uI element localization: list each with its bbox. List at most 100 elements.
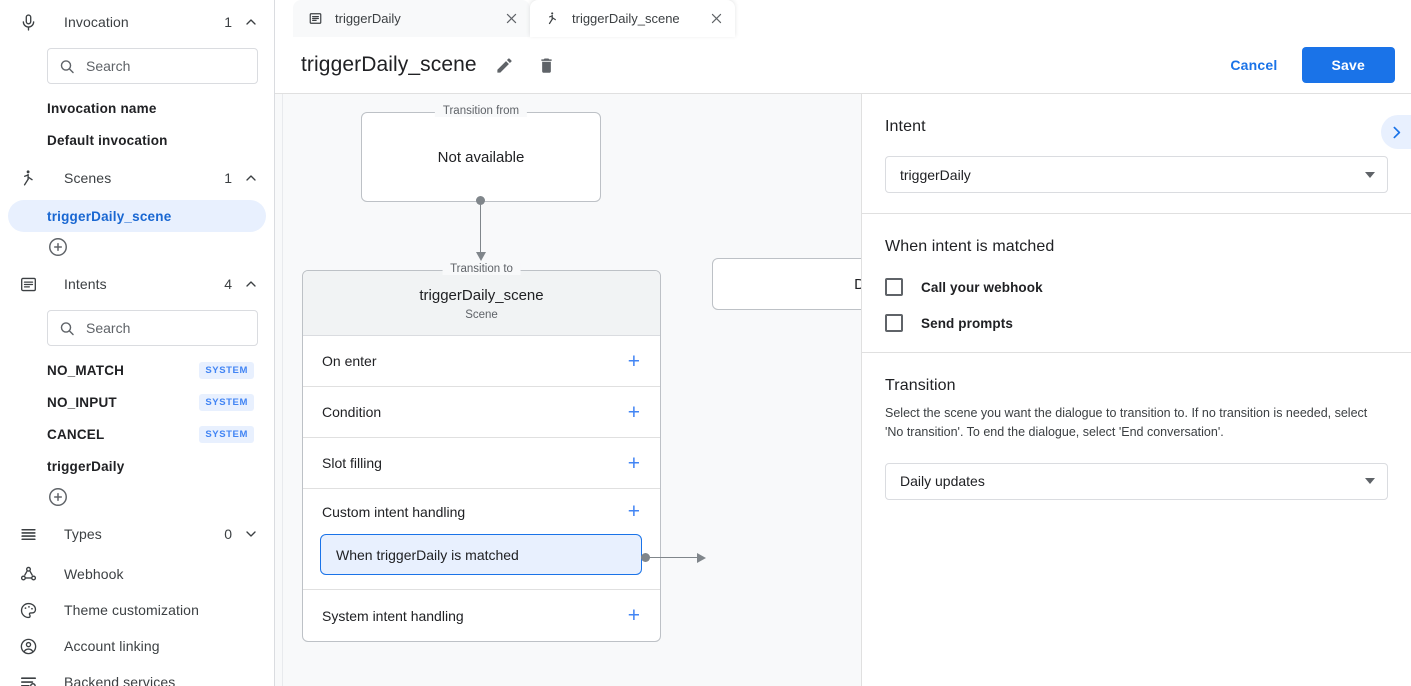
transition-from-node[interactable]: Transition from Not available	[361, 105, 601, 202]
scene-row-condition[interactable]: Condition +	[303, 387, 660, 438]
sidebar-item-label: NO_INPUT	[47, 394, 117, 410]
sidebar-item-cancel[interactable]: CANCEL SYSTEM	[8, 418, 266, 450]
pencil-icon[interactable]	[491, 51, 519, 79]
scene-card-title: triggerDaily_scene	[419, 287, 544, 304]
transition-target-node[interactable]: Tr Dail	[712, 258, 861, 310]
add-system-intent-handler-button[interactable]: +	[627, 604, 640, 627]
scene-row-on-enter[interactable]: On enter +	[303, 336, 660, 387]
scene-row-slot-filling[interactable]: Slot filling +	[303, 438, 660, 489]
backend-services-icon	[16, 670, 40, 686]
chevron-down-icon[interactable]	[242, 525, 260, 543]
transition-select-value: Daily updates	[900, 473, 985, 490]
sidebar-item-account-linking[interactable]: Account linking	[0, 628, 274, 664]
tab-triggerdaily[interactable]: triggerDaily	[293, 0, 530, 37]
sidebar-item-label: Invocation name	[47, 100, 157, 116]
chevron-up-icon[interactable]	[242, 275, 260, 293]
sidebar-item-label: Webhook	[64, 566, 124, 582]
transition-from-legend: Transition from	[434, 105, 528, 117]
sidebar-group-types-count: 0	[224, 526, 232, 542]
tab-triggerdaily-scene[interactable]: triggerDaily_scene	[530, 0, 735, 37]
panel-transition-description: Select the scene you want the dialogue t…	[885, 406, 1368, 440]
invocation-search-box[interactable]	[47, 48, 258, 84]
chevron-down-icon	[1365, 171, 1375, 178]
sidebar-item-invocation-name[interactable]: Invocation name	[8, 92, 266, 124]
sidebar-item-triggerdaily-scene[interactable]: triggerDaily_scene	[8, 200, 266, 232]
sidebar-group-intents[interactable]: Intents 4	[0, 262, 274, 306]
properties-panel: Intent triggerDaily When intent is match…	[862, 94, 1411, 686]
checkbox-call-your-webhook[interactable]: Call your webhook	[885, 278, 1388, 296]
account-circle-icon	[16, 634, 40, 658]
scene-graph-canvas[interactable]: Transition from Not available Transition…	[275, 94, 862, 686]
intent-handler-chip[interactable]: When triggerDaily is matched	[320, 534, 642, 575]
intent-icon	[307, 11, 323, 27]
add-slot-filling-button[interactable]: +	[627, 451, 640, 475]
checkbox-box[interactable]	[885, 278, 903, 296]
search-icon	[60, 321, 74, 335]
add-on-enter-button[interactable]: +	[627, 349, 640, 373]
panel-section-intent: Intent triggerDaily	[862, 94, 1411, 214]
checkbox-box[interactable]	[885, 314, 903, 332]
sidebar-item-triggerdaily[interactable]: triggerDaily	[8, 450, 266, 482]
chevron-up-icon[interactable]	[242, 13, 260, 31]
add-custom-intent-handler-button[interactable]: +	[627, 500, 640, 523]
microphone-icon	[16, 10, 40, 34]
sidebar-group-types-label: Types	[64, 526, 102, 542]
plus-circle-icon	[49, 238, 67, 256]
sidebar-group-intents-count: 4	[224, 276, 232, 292]
sidebar-group-types[interactable]: Types 0	[0, 512, 274, 556]
sidebar-group-scenes[interactable]: Scenes 1	[0, 156, 274, 200]
chevron-right-icon[interactable]	[1381, 115, 1411, 149]
chevron-down-icon	[1365, 478, 1375, 485]
tab-label: triggerDaily	[335, 11, 401, 26]
sidebar-item-backend-services[interactable]: Backend services	[0, 664, 274, 686]
add-scene-button[interactable]	[47, 236, 274, 258]
intents-search-wrap	[0, 306, 274, 354]
scene-row-label: Condition	[322, 404, 382, 420]
transition-select[interactable]: Daily updates	[885, 462, 1388, 500]
sidebar-item-label: Backend services	[64, 674, 176, 686]
checkbox-send-prompts[interactable]: Send prompts	[885, 314, 1388, 332]
status-badge: SYSTEM	[199, 425, 254, 443]
close-icon[interactable]	[502, 10, 520, 28]
scene-row-custom-intent-handling[interactable]: Custom intent handling +	[303, 489, 660, 534]
connector-line-horizontal	[645, 557, 699, 558]
intent-select[interactable]: triggerDaily	[885, 156, 1388, 193]
sidebar-item-label: Theme customization	[64, 602, 199, 618]
intents-list-icon	[16, 272, 40, 296]
sidebar-group-invocation-count: 1	[224, 14, 232, 30]
save-button[interactable]: Save	[1301, 47, 1395, 83]
scene-row-label: System intent handling	[322, 607, 464, 624]
scene-icon	[544, 11, 560, 27]
add-condition-button[interactable]: +	[627, 400, 640, 424]
intents-search-box[interactable]	[47, 310, 258, 346]
chevron-up-icon[interactable]	[242, 169, 260, 187]
intent-select-value: triggerDaily	[900, 166, 971, 183]
sidebar-item-default-invocation[interactable]: Default invocation	[8, 124, 266, 156]
scene-card-subtitle: Scene	[465, 309, 498, 321]
sidebar-group-invocation[interactable]: Invocation 1	[0, 0, 274, 44]
scene-row-system-intent-handling[interactable]: System intent handling +	[303, 590, 660, 641]
sidebar-item-label: Default invocation	[47, 132, 168, 148]
invocation-search-input[interactable]	[86, 58, 247, 74]
panel-section-transition: Transition Select the scene you want the…	[862, 353, 1411, 520]
add-intent-button[interactable]	[47, 486, 274, 508]
sidebar-group-scenes-count: 1	[224, 170, 232, 186]
add-scene-row	[0, 232, 274, 262]
panel-transition-title: Transition	[885, 377, 956, 394]
intents-search-input[interactable]	[86, 320, 247, 336]
sidebar-item-theme-customization[interactable]: Theme customization	[0, 592, 274, 628]
trash-icon[interactable]	[533, 51, 561, 79]
status-badge: SYSTEM	[199, 361, 254, 379]
scene-card[interactable]: Transition to triggerDaily_scene Scene O…	[302, 263, 661, 642]
close-icon[interactable]	[707, 10, 725, 28]
sidebar-item-webhook[interactable]: Webhook	[0, 556, 274, 592]
transition-from-value: Not available	[437, 148, 525, 166]
sidebar-item-no-input[interactable]: NO_INPUT SYSTEM	[8, 386, 266, 418]
canvas-scrollbar[interactable]	[275, 94, 283, 686]
sidebar-item-no-match[interactable]: NO_MATCH SYSTEM	[8, 354, 266, 386]
body-row: Transition from Not available Transition…	[275, 94, 1411, 686]
cancel-button[interactable]: Cancel	[1230, 57, 1278, 73]
checkbox-label: Send prompts	[921, 315, 1013, 331]
plus-circle-icon	[49, 488, 67, 506]
